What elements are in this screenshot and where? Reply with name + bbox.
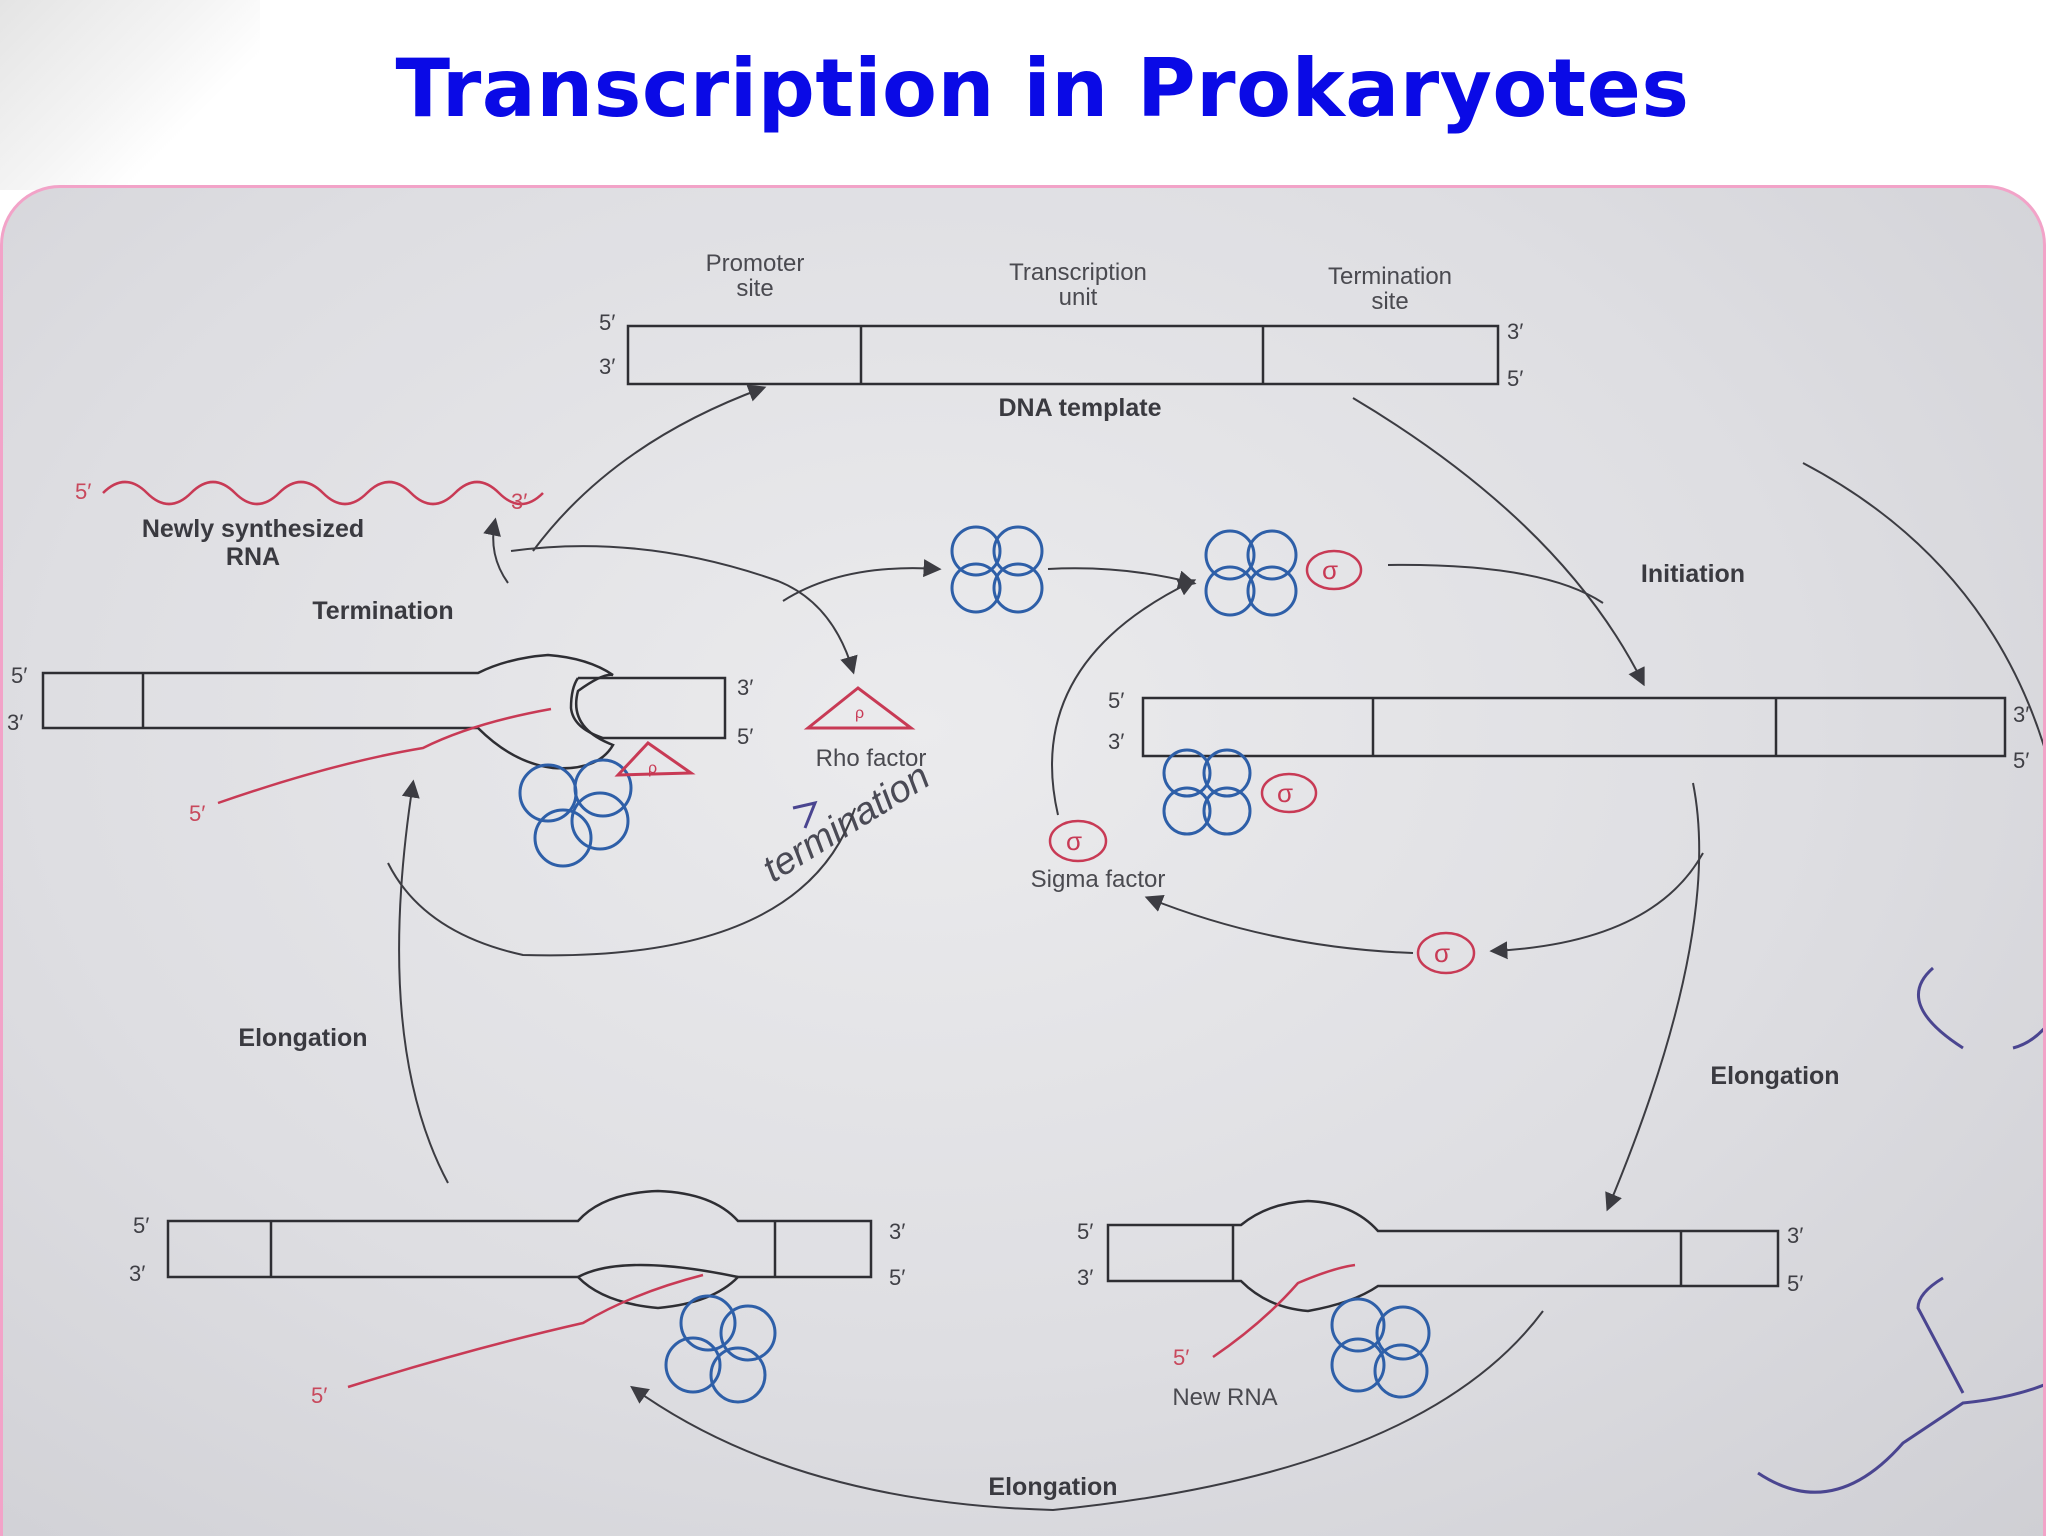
end-5-label: 5′ <box>1077 1219 1093 1244</box>
dna-template-top: 5′ 3′ 3′ 5′ <box>599 310 1523 391</box>
transcription-unit-label: unit <box>1059 284 1098 311</box>
termination-complex: 5′ 3′ 3′ 5′ 5′ ρ <box>7 653 753 868</box>
end-5-label: 5′ <box>133 1213 149 1238</box>
termination-to-dna-arrow <box>532 384 767 552</box>
end-5-label: 5′ <box>1173 1345 1189 1370</box>
rho-factor-label: Rho factor <box>816 745 927 772</box>
end-5-label: 5′ <box>1507 366 1523 391</box>
elongation-left-arrow <box>398 779 449 1184</box>
sigma-factor-dissociating <box>1416 931 1476 975</box>
end-5-label: 5′ <box>1787 1271 1803 1296</box>
dna-template-box <box>626 324 1500 386</box>
end-3-label: 3′ <box>599 354 615 379</box>
transcription-diagram: 5′ 3′ 3′ 5′ Promoter site Transcription … <box>7 250 2043 1512</box>
core-release-arrow <box>782 559 942 602</box>
initiation-to-elongation-arrow <box>1605 782 1701 1212</box>
initiation-complex: 5′ 3′ 3′ 5′ σ <box>1108 688 2029 836</box>
end-5-label: 5′ <box>737 724 753 749</box>
end-5-label: 5′ <box>599 310 615 335</box>
end-3-label: 3′ <box>2013 702 2029 727</box>
end-3-label: 3′ <box>7 710 23 735</box>
rho-release-arrow <box>510 545 858 675</box>
elongation-label-left: Elongation <box>238 1024 367 1052</box>
sigma-factor <box>1305 549 1363 591</box>
elongation-bottom-arrow <box>630 1310 1544 1512</box>
transcription-unit-label: Transcription <box>1009 259 1147 286</box>
dna-to-initiation-arrow <box>1352 397 1645 687</box>
elongation-complex-right: 5′ 3′ 3′ 5′ 5′ New RNA <box>1077 1199 1803 1411</box>
elongation-dna-bubble-right <box>1106 1199 1780 1313</box>
core-to-holoenzyme-arrow <box>1047 567 1197 589</box>
termination-rna-strand <box>217 707 552 805</box>
handwritten-termination-note: termination <box>756 755 938 890</box>
handwritten-mark <box>1916 966 1964 1050</box>
end-3-label: 3′ <box>1108 729 1124 754</box>
diagram-photo-frame: 5′ 3′ 3′ 5′ Promoter site Transcription … <box>0 185 2046 1536</box>
end-3-label: 3′ <box>129 1261 145 1286</box>
rho-factor-bound <box>614 741 696 777</box>
termination-site-label: Termination <box>1328 263 1452 290</box>
elongation-rna-strand-left <box>347 1273 704 1389</box>
elongation-rna-strand-right <box>1212 1263 1356 1359</box>
elongation-label-right: Elongation <box>1710 1062 1839 1090</box>
rho-factor-free <box>803 686 916 730</box>
handwritten-mark <box>1916 1276 1965 1394</box>
termination-dna-bubble <box>41 653 615 770</box>
sigma-symbol: σ <box>1434 938 1450 968</box>
end-5-label: 5′ <box>75 479 91 504</box>
end-3-label: 3′ <box>889 1219 905 1244</box>
newly-synthesized-rna-strand <box>102 480 544 506</box>
end-3-label: 3′ <box>1077 1265 1093 1290</box>
rna-polymerase-holoenzyme: σ <box>1204 529 1363 617</box>
sigma-factor-released <box>1048 819 1108 863</box>
end-5-label: 5′ <box>189 801 205 826</box>
end-5-label: 5′ <box>2013 748 2029 773</box>
sigma-factor-label: Sigma factor <box>1031 866 1166 893</box>
sigma-recycle-arrow <box>1051 579 1197 816</box>
slide-title: Transcription in Prokaryotes <box>395 42 1690 135</box>
initiation-dna-box <box>1141 696 2007 758</box>
elongation-complex-left: 5′ 3′ 3′ 5′ 5′ <box>129 1189 905 1408</box>
corner-decoration <box>0 0 260 190</box>
termination-dna-right <box>569 676 727 740</box>
initiation-label: Initiation <box>1641 560 1745 588</box>
free-rna-polymerase-core <box>950 525 1044 614</box>
end-3-label: 3′ <box>1507 319 1523 344</box>
new-rna-label: New RNA <box>1172 1384 1277 1411</box>
promoter-site-label: Promoter <box>706 250 805 277</box>
end-3-label: 3′ <box>1787 1223 1803 1248</box>
sigma-factor <box>1260 772 1318 814</box>
page-edge-arc <box>1802 462 2043 747</box>
termination-site-label: site <box>1371 288 1408 315</box>
end-3-label: 3′ <box>511 489 527 514</box>
newly-synthesized-rna-label: Newly synthesized <box>142 515 364 543</box>
holoenzyme-to-initiation-line <box>1387 563 1604 604</box>
termination-label: Termination <box>312 597 453 625</box>
handwritten-mark <box>2012 1027 2043 1050</box>
cycle-arrows <box>387 384 1704 1512</box>
newly-synthesized-rna-label: RNA <box>226 543 280 571</box>
termination-loop-arrow <box>387 807 856 957</box>
sigma-return-arrow <box>1144 894 1414 954</box>
sigma-dissociation-arrow <box>1489 852 1704 960</box>
rho-symbol: ρ <box>855 705 864 722</box>
handwritten-mark <box>1757 1383 2043 1494</box>
sigma-symbol: σ <box>1277 778 1293 808</box>
end-5-label: 5′ <box>889 1265 905 1290</box>
end-5-label: 5′ <box>311 1383 327 1408</box>
promoter-site-label: site <box>736 275 773 302</box>
end-3-label: 3′ <box>737 675 753 700</box>
dna-template-label: DNA template <box>999 394 1162 422</box>
elongation-dna-bubble-left <box>166 1189 873 1310</box>
rna-polymerase-core <box>518 758 633 868</box>
sigma-symbol: σ <box>1322 555 1338 585</box>
end-5-label: 5′ <box>11 663 27 688</box>
sigma-symbol: σ <box>1066 826 1082 856</box>
elongation-label-bottom: Elongation <box>988 1473 1117 1501</box>
handwritten-bracket-mark <box>792 800 818 829</box>
end-5-label: 5′ <box>1108 688 1124 713</box>
rho-symbol: ρ <box>648 760 657 777</box>
rna-release-arrow <box>483 517 509 584</box>
